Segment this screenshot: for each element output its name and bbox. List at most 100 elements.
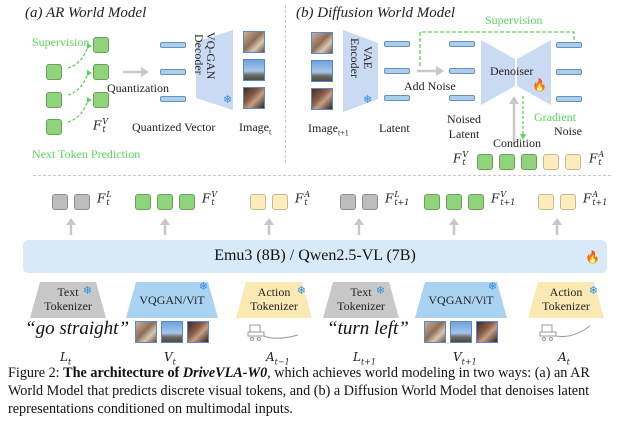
input-variable-label: Vt+1 [453,350,477,366]
noised-latent-vector [449,41,475,47]
tokenizer-label-line1: VQGAN/ViT [139,293,205,307]
backbone-label: Emu3 (8B) / Qwen2.5-VL (7B) [214,247,416,264]
variable-sub: t [172,357,176,367]
feature-base: F [385,191,394,206]
noise-vector [556,96,582,102]
feature-base: F [453,151,462,166]
vae-encoder [343,30,378,112]
variable-base: V [164,350,173,364]
gradient-label: Gradient [534,110,576,124]
feature-sup: L [394,190,400,199]
input-image [311,88,333,110]
input-variable-label: Vt [164,350,176,366]
backbone-block: Emu3 (8B) / Qwen2.5-VL (7B) 🔥 [23,240,607,273]
noised-latent-vector [449,95,475,101]
fire-icon: 🔥 [585,250,600,264]
image-sub: t+1 [337,128,349,138]
action-output-token [560,194,576,210]
feature-sub: t [304,198,308,207]
vision-output-token [468,194,484,210]
panel-a-supervision-label: Supervision [32,35,90,49]
image-t1-label: Imaget+1 [308,121,349,137]
vision-output-token [446,194,462,210]
vqgan-decoder [196,30,233,110]
encoder-line2: Encoder [348,38,362,78]
quantization-arrow [123,67,149,77]
snowflake-icon: ❄ [296,284,306,297]
feature-sup: A [304,190,311,199]
fire-icon: 🔥 [532,78,547,92]
input-frame-image [135,321,157,343]
up-arrow-icon [449,218,459,235]
variable-base: L [353,350,361,364]
feature-sub: t [462,158,466,167]
tokenizer-label-line1: VQGAN/ViT [428,293,494,307]
feature-base: F [491,191,500,206]
input-frame-image [161,321,183,343]
variable-sub: t−1 [274,357,290,367]
action-output-token [250,194,266,210]
image-label: Image [239,120,269,134]
snowflake-icon: ❄ [375,284,385,297]
condition-arrows [509,96,526,144]
decoded-image [243,59,265,81]
add-noise-arrow [417,66,444,76]
condition-vision-token [499,154,515,170]
up-arrow-icon [160,218,170,235]
input-image [311,32,333,54]
quantized-vector-label: Quantized Vector [132,120,216,134]
input-variable-label: At−1 [266,350,290,366]
ar-output-token [93,64,109,80]
feature-base: F [97,191,106,206]
next-token-prediction-label: Next Token Prediction [32,147,141,161]
add-noise-label: Add Noise [404,79,456,93]
latent-vector [384,41,410,47]
decoded-image [243,31,265,53]
vision-output-token [135,194,151,210]
feature-base: F [583,191,592,206]
latent-label: Latent [379,121,410,135]
snowflake-icon: ❄ [487,280,497,293]
noised-latent-vector [449,68,475,74]
condition-vision-token [477,154,493,170]
vqgan-vit-tokenizer: VQGAN/ViT❄ [126,280,218,318]
condition-action-token [543,154,559,170]
language-output-token [362,194,378,210]
panel-b-supervision-label: Supervision [485,13,543,27]
snowflake-icon: ❄ [198,280,208,293]
instruction-text: “go straight” [25,318,130,339]
input-frame-image [187,321,209,343]
noise-vector [556,42,582,48]
quantized-vector [160,69,186,75]
denoiser [481,40,551,105]
tokenizer-label-line2: Tokenizer [337,299,385,313]
image-label: Image [308,121,338,135]
vision-output-token [157,194,173,210]
variable-base: L [60,350,68,364]
ar-output-token [93,92,109,108]
action-output-token [272,194,288,210]
variable-sub: t+1 [461,357,477,367]
feature-base: F [93,118,102,133]
language-output-token [52,194,68,210]
noised-latent-label: Noised Latent [447,112,481,142]
feature-sub: t [102,125,106,134]
feature-sub: t+1 [500,198,516,207]
noise-label: Noise [554,124,582,138]
condition-label: Condition [493,136,542,150]
variable-sub: t [67,357,72,367]
feature-sub: t [598,158,602,167]
vision-output-token [179,194,195,210]
input-variable-label: Lt [60,350,71,366]
feature-sup: V [102,117,109,126]
input-frame-image [476,321,498,343]
vision-output-token [424,194,440,210]
up-arrow-icon [264,218,274,235]
car-trajectory-icon [247,324,299,341]
snowflake-icon: ❄ [363,93,373,106]
